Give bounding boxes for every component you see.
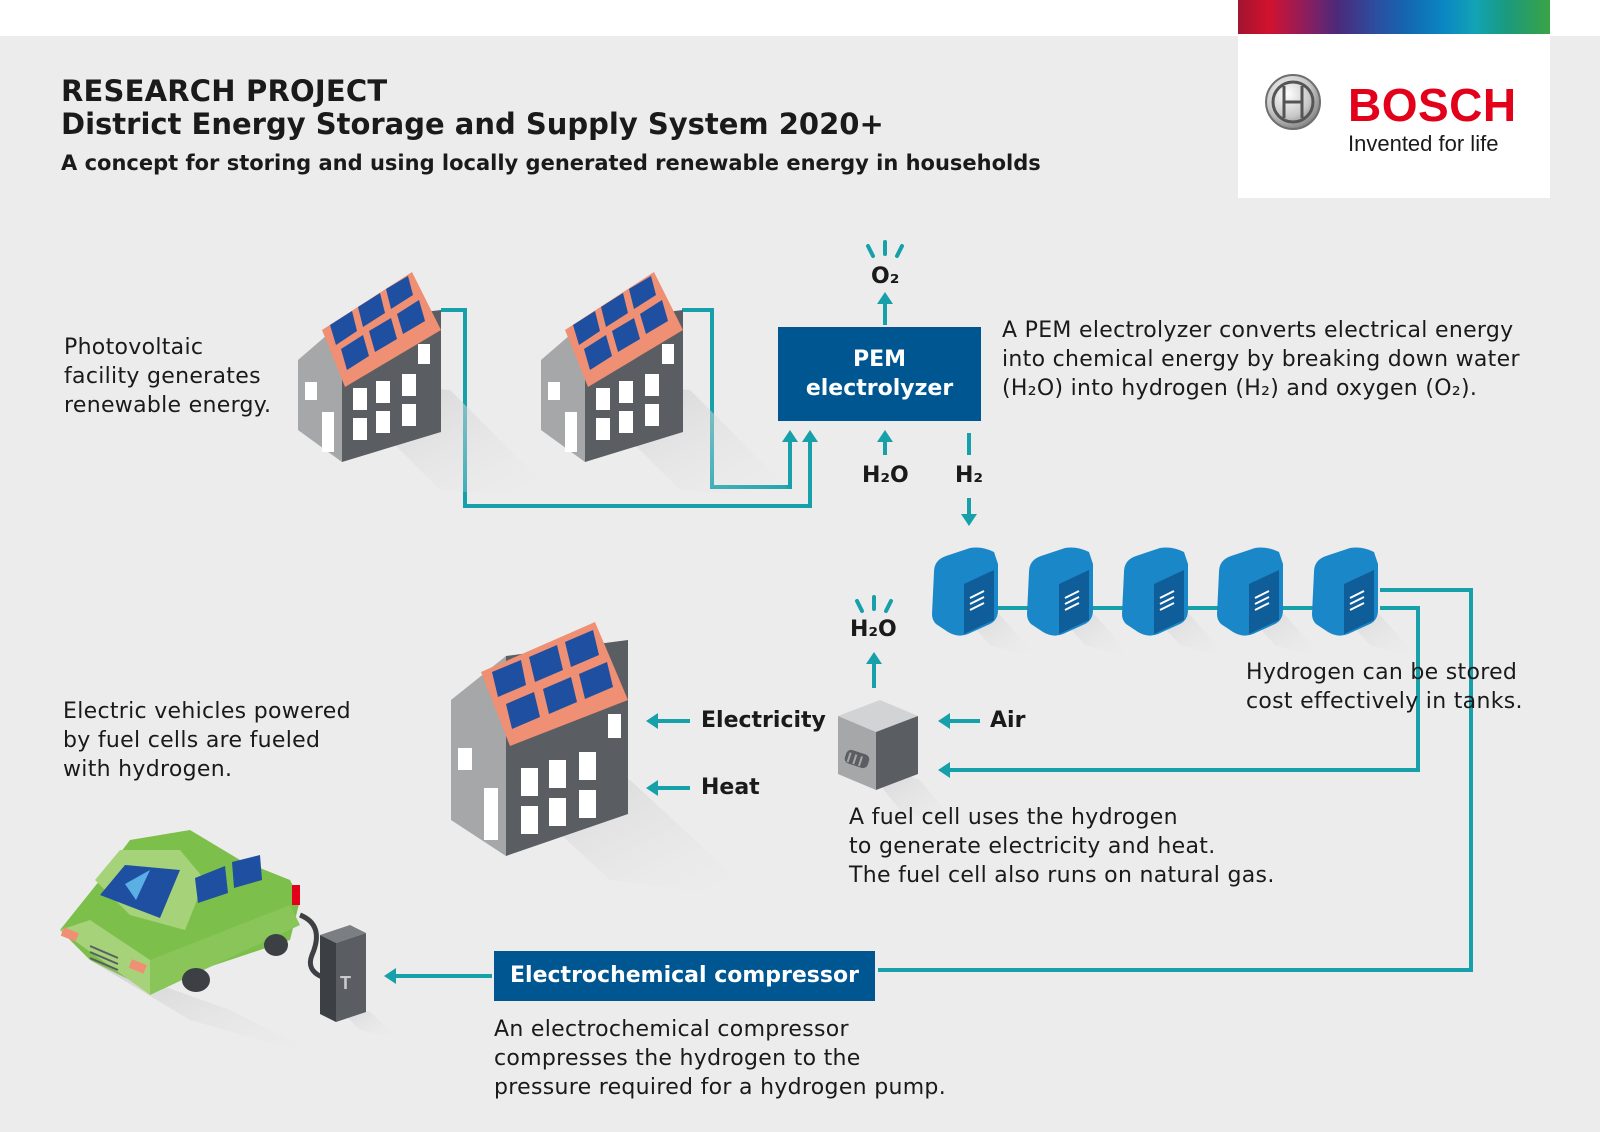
pump-letter: T (340, 973, 351, 993)
electrochemical-compressor-box: Electrochemical compressor (494, 951, 875, 1001)
tank-icon (1122, 547, 1230, 660)
arrowheads (384, 292, 977, 984)
tank-icon (932, 547, 1040, 660)
o2-emission-icon (866, 240, 904, 258)
subtitle: A concept for storing and using locally … (61, 151, 1041, 175)
compressor-description: An electrochemical compressor compresses… (494, 1017, 946, 1100)
hydrogen-tanks (932, 547, 1420, 660)
logo-tagline: Invented for life (1348, 131, 1499, 156)
bosch-emblem-icon (1265, 74, 1321, 130)
hydrogen-pump-icon: T (298, 912, 400, 1040)
title-line1: RESEARCH PROJECT (61, 74, 388, 108)
logo-color-stripe (1238, 0, 1550, 34)
o2-label: O₂ (871, 264, 900, 289)
title-line2: District Energy Storage and Supply Syste… (61, 107, 884, 141)
electrolyzer-description: A PEM electrolyzer converts electrical e… (1002, 318, 1520, 401)
pem-label-line1: PEM (852, 347, 907, 372)
fuel-cell-icon (838, 700, 960, 830)
h2o-emission-icon (855, 595, 893, 613)
tank-icon (1217, 547, 1325, 660)
tank-line-compressor (878, 588, 1473, 972)
pv-line-house1 (441, 308, 812, 508)
air-label: Air (990, 708, 1026, 733)
tank-icon (1027, 547, 1135, 660)
electricity-label: Electricity (701, 708, 826, 733)
photovoltaic-note: Photovoltaic facility generates renewabl… (64, 335, 272, 418)
logo-brand: BOSCH (1348, 79, 1517, 131)
h2o-label: H₂O (862, 463, 909, 488)
pem-label-line2: electrolyzer (805, 376, 954, 401)
pem-electrolyzer-box: PEM electrolyzer (778, 327, 981, 421)
fuelcell-h2o-label: H₂O (850, 617, 897, 642)
storage-note: Hydrogen can be stored cost effectively … (1246, 660, 1523, 714)
tank-icon (1312, 547, 1420, 660)
house-icon (541, 272, 800, 500)
vehicles-note: Electric vehicles powered by fuel cells … (63, 699, 351, 782)
tank-line-fuelcell (946, 606, 1420, 772)
fuel-cell-description: A fuel cell uses the hydrogen to generat… (849, 805, 1275, 888)
house-icon (451, 622, 760, 900)
heat-label: Heat (701, 775, 760, 800)
car-icon (60, 830, 330, 1060)
h2-label: H₂ (955, 463, 984, 488)
house-icon (298, 272, 560, 500)
